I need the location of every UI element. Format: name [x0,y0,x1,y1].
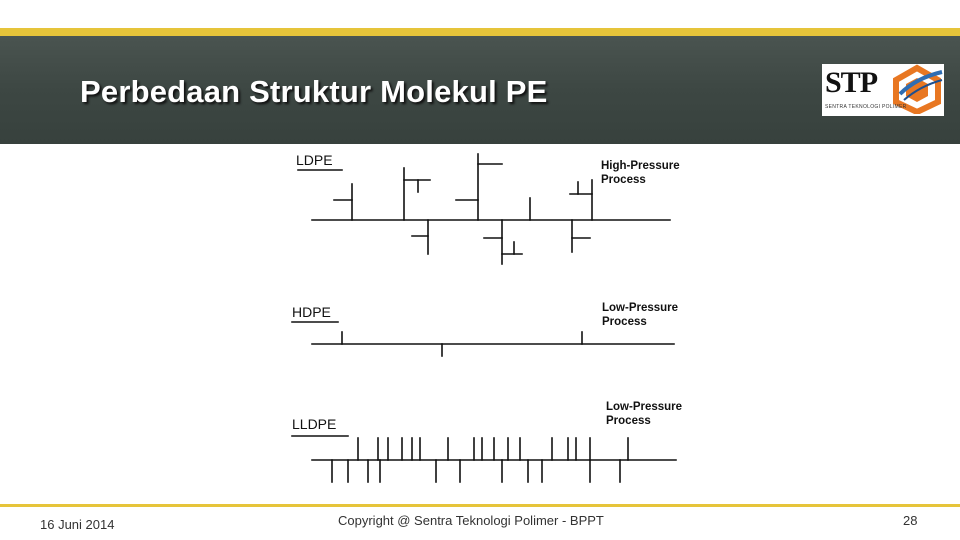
logo-subtitle: SENTRA TEKNOLOGI POLIMER [825,104,907,110]
logo-text: STP [825,66,878,99]
ldpe-branches [333,153,593,265]
hdpe-process-line1: Low-Pressure [602,302,679,314]
lldpe-branches [331,437,629,483]
ldpe-process-line1: High-Pressure [601,160,680,172]
footer-date: 16 Juni 2014 [40,517,115,532]
stp-logo: STP SENTRA TEKNOLOGI POLIMER [822,64,944,116]
lldpe-process-label: Low-Pressure Process [606,400,682,428]
hdpe-label: HDPE [292,304,331,320]
lldpe-process-line2: Process [606,415,651,427]
lldpe-process-line1: Low-Pressure [606,401,683,413]
hdpe-branches [341,331,583,357]
gold-bottom-bar [0,504,960,507]
structure-drawing [291,153,677,483]
slide-title: Perbedaan Struktur Molekul PE [80,74,548,109]
header-band [0,36,960,144]
lldpe-label: LLDPE [292,416,337,432]
hdpe-process-line2: Process [602,316,647,328]
gold-top-bar [0,28,960,36]
hdpe-process-label: Low-Pressure Process [602,301,678,329]
top-stripe [0,0,960,28]
ldpe-process-label: High-Pressure Process [601,159,680,187]
footer-copyright: Copyright @ Sentra Teknologi Polimer - B… [338,513,604,528]
logo-emblem-icon [893,64,943,114]
ldpe-process-line2: Process [601,174,646,186]
molecular-structure-diagram: LDPE High-Pressure Process HDPE Low-Pres… [280,146,700,496]
page-number: 28 [903,513,918,528]
ldpe-label: LDPE [296,152,333,168]
